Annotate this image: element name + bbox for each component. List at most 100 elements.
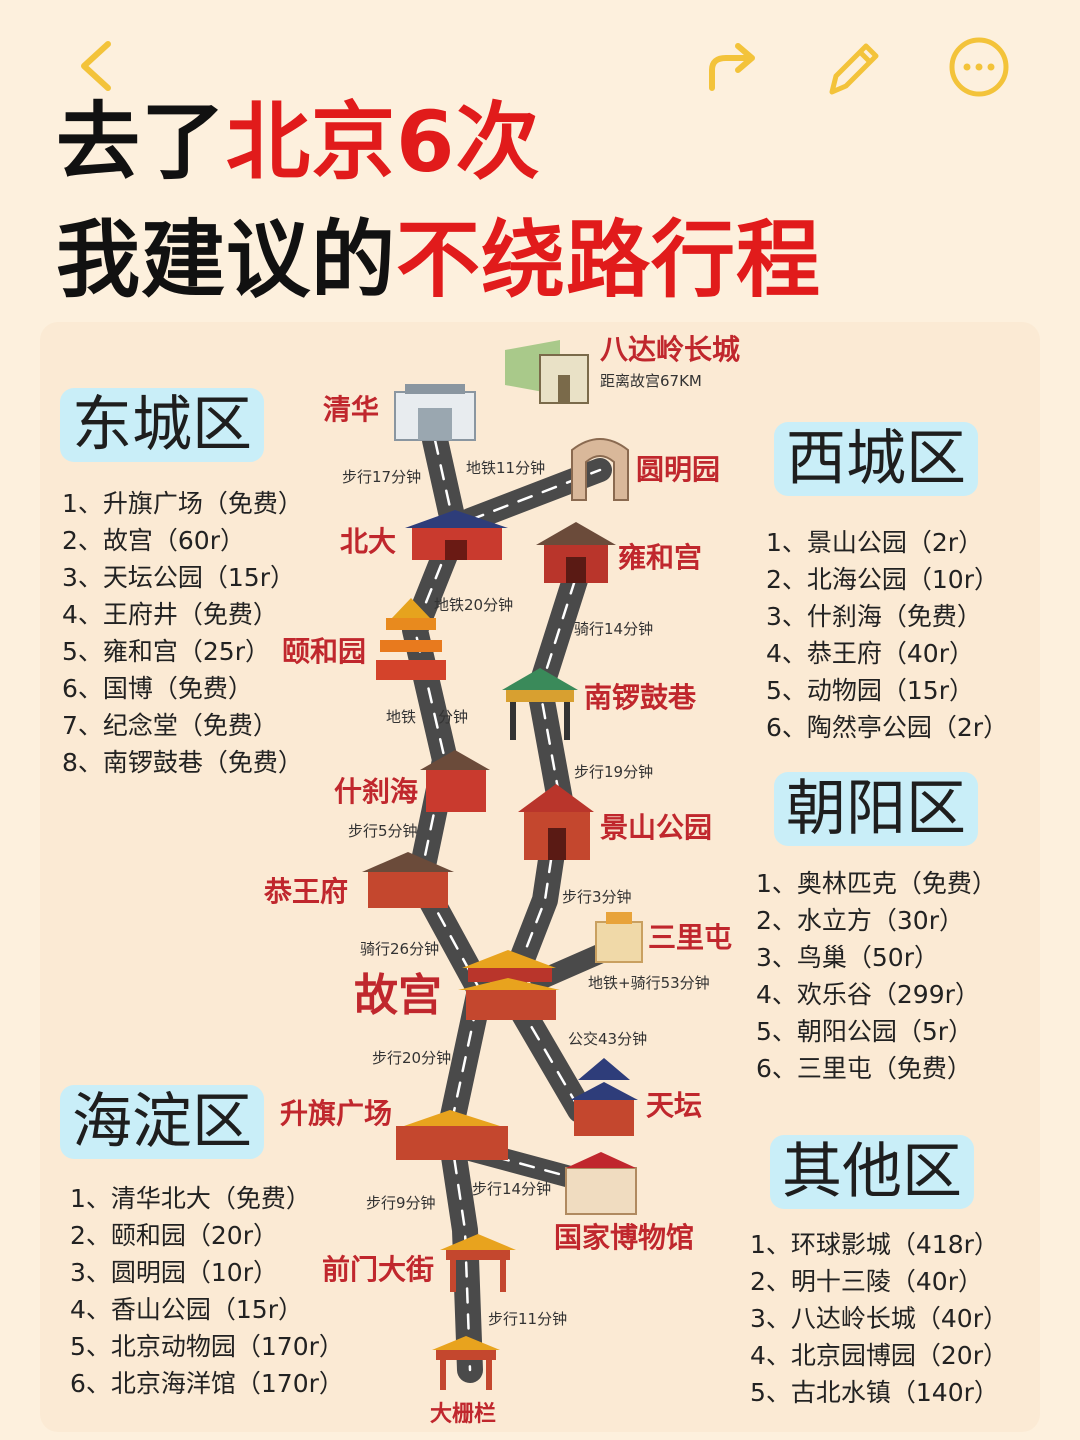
nanluoguxiang-arch-icon: [502, 668, 578, 740]
route-note: 地铁: [386, 708, 417, 726]
list-item: 5、北京动物园（170r）: [70, 1332, 344, 1361]
list-item: 2、水立方（30r）: [756, 906, 964, 935]
great-wall-icon: [505, 340, 589, 404]
place-badaling-note: 距离故宫67KM: [600, 372, 702, 390]
title-line-1-black: 去了: [56, 93, 227, 191]
place-guobo: 国家博物馆: [554, 1221, 695, 1254]
list-item: 4、恭王府（40r）: [766, 639, 974, 668]
yuanmingyuan-ruins-icon: [571, 438, 629, 501]
title-line-2-black: 我建议的: [56, 211, 397, 309]
list-item: 3、圆明园（10r）: [70, 1258, 278, 1287]
yonghegong-building-icon: [536, 522, 616, 583]
title-line-1-red: 北京6次: [226, 93, 541, 191]
list-item: 6、北京海洋馆（170r）: [70, 1369, 344, 1398]
gongwangfu-building-icon: [362, 852, 454, 908]
place-yonghegong: 雍和宫: [618, 541, 703, 574]
place-gugong: 故宫: [354, 970, 442, 1021]
more-dots-icon: [949, 37, 1009, 97]
route-note: 步行3分钟: [562, 888, 632, 906]
district-dongcheng-title: 东城区: [60, 388, 264, 462]
route-note: 骑行14分钟: [574, 620, 654, 638]
guobo-building-icon: [565, 1152, 637, 1215]
route-note: 骑行26分钟: [360, 940, 440, 958]
tiantan-temple-icon: [570, 1058, 638, 1136]
list-item: 2、颐和园（20r）: [70, 1221, 278, 1250]
place-beida: 北大: [340, 525, 397, 558]
share-arrow-icon: [709, 43, 755, 91]
list-item: 6、陶然亭公园（2r）: [766, 713, 1009, 742]
jingshan-building-icon: [518, 784, 594, 860]
list-item: 3、八达岭长城（40r）: [750, 1304, 1008, 1333]
top-bar: [0, 0, 1080, 110]
route-note: 地铁20分钟: [434, 596, 514, 614]
list-item: 1、清华北大（免费）: [70, 1184, 311, 1213]
place-dashilan: 大栅栏: [430, 1402, 497, 1427]
place-gongwangfu: 恭王府: [264, 875, 349, 908]
route-note: 步行9分钟: [366, 1194, 436, 1212]
route-note: 步行11分钟: [488, 1310, 568, 1328]
district-chaoyang-title: 朝阳区: [774, 772, 978, 846]
place-qinghua: 清华: [323, 393, 380, 426]
route-note: 地铁11分钟: [466, 459, 546, 477]
place-badaling: 八达岭长城: [600, 333, 741, 366]
gugong-palace-icon: [458, 950, 560, 1020]
list-item: 4、欢乐谷（299r）: [756, 980, 980, 1009]
route-note: 步行17分钟: [342, 468, 422, 486]
list-item: 3、什刹海（免费）: [766, 602, 982, 631]
more-button[interactable]: [948, 36, 1010, 98]
list-item: 5、雍和宫（25r）: [62, 637, 270, 666]
list-item: 1、升旗广场（免费）: [62, 489, 303, 518]
place-sanlitun: 三里屯: [648, 921, 733, 954]
share-button[interactable]: [702, 40, 762, 94]
list-item: 3、鸟巢（50r）: [756, 943, 939, 972]
district-xicheng-title: 西城区: [774, 422, 978, 496]
list-item: 2、北海公园（10r）: [766, 565, 999, 594]
route-note: 步行20分钟: [372, 1049, 452, 1067]
title-line-2: 我建议的不绕路行程: [56, 218, 821, 302]
route-note: 步行5分钟: [348, 822, 418, 840]
place-jingshan: 景山公园: [600, 811, 713, 844]
title-line-2-red: 不绕路行程: [396, 211, 822, 309]
district-other-title: 其他区: [770, 1135, 974, 1209]
place-qianmen: 前门大街: [322, 1253, 435, 1286]
shichahai-building-icon: [420, 750, 490, 812]
list-item: 1、环球影城（418r）: [750, 1230, 999, 1259]
qianmen-arch-icon: [440, 1234, 516, 1292]
place-shichahai: 什刹海: [334, 775, 419, 808]
beida-building-icon: [405, 510, 508, 560]
list-item: 8、南锣鼓巷（免费）: [62, 748, 303, 777]
place-nanluoguxiang: 南锣鼓巷: [584, 681, 697, 714]
place-yuanmingyuan: 圆明园: [636, 453, 721, 486]
list-item: 7、纪念堂（免费）: [62, 711, 278, 740]
list-item: 4、王府井（免费）: [62, 600, 278, 629]
list-item: 2、故宫（60r）: [62, 526, 245, 555]
route-note: 步行19分钟: [574, 763, 654, 781]
sanlitun-building-icon: [595, 912, 643, 963]
district-haidian-list: 1、清华北大（免费） 2、颐和园（20r） 3、圆明园（10r） 4、香山公园（…: [70, 1180, 344, 1402]
back-button[interactable]: [70, 38, 126, 94]
dashilan-arch-icon: [432, 1336, 500, 1390]
district-xicheng-list: 1、景山公园（2r） 2、北海公园（10r） 3、什刹海（免费） 4、恭王府（4…: [766, 524, 1008, 746]
route-note: 步行14分钟: [472, 1180, 552, 1198]
list-item: 1、景山公园（2r）: [766, 528, 984, 557]
list-item: 4、香山公园（15r）: [70, 1295, 303, 1324]
district-other-list: 1、环球影城（418r） 2、明十三陵（40r） 3、八达岭长城（40r） 4、…: [750, 1226, 1008, 1411]
place-tiantan: 天坛: [646, 1089, 703, 1122]
pencil-icon: [829, 43, 879, 95]
edit-button[interactable]: [824, 36, 884, 98]
qinghua-gate-icon: [394, 384, 476, 441]
route-note: 分钟: [438, 708, 469, 726]
route-note: 公交43分钟: [568, 1030, 648, 1048]
place-yiheyuan: 颐和园: [282, 635, 367, 668]
list-item: 5、朝阳公园（5r）: [756, 1017, 974, 1046]
list-item: 5、古北水镇（140r）: [750, 1378, 999, 1407]
list-item: 3、天坛公园（15r）: [62, 563, 295, 592]
district-haidian-title: 海淀区: [60, 1085, 264, 1159]
place-shengqi: 升旗广场: [280, 1097, 393, 1130]
list-item: 1、奥林匹克（免费）: [756, 869, 997, 898]
list-item: 6、三里屯（免费）: [756, 1054, 972, 1083]
tiananmen-icon: [396, 1110, 508, 1160]
yiheyuan-tower-icon: [376, 598, 446, 680]
title-line-1: 去了北京6次: [56, 100, 540, 184]
